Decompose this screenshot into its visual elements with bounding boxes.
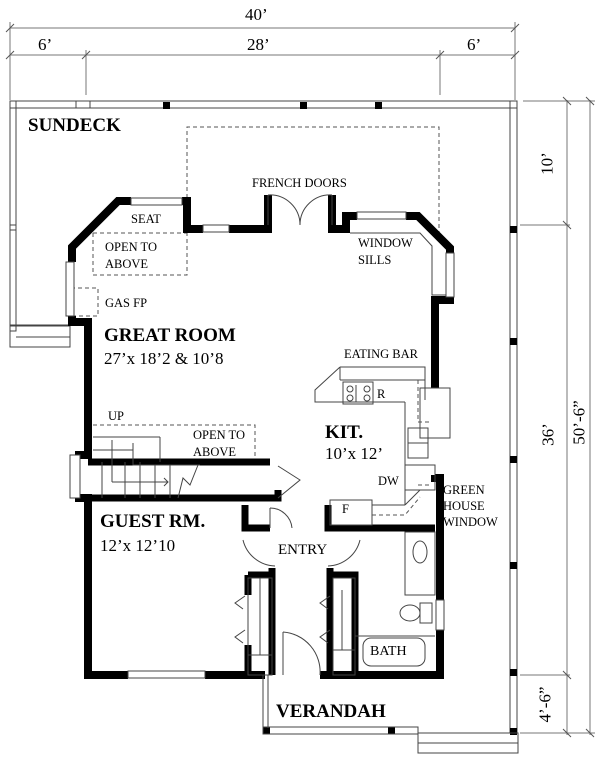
dim-house-width: 28’ <box>247 35 270 54</box>
note-greenhouse-a: GREEN <box>443 483 485 497</box>
dim-left-deck: 6’ <box>38 35 53 54</box>
note-window-sills-a: WINDOW <box>358 236 413 250</box>
dim-overall-depth: 50’-6” <box>569 400 589 445</box>
window-sills <box>350 232 446 296</box>
note-seat: SEAT <box>131 212 161 226</box>
room-guest: GUEST RM. <box>100 511 206 532</box>
dim-house-depth: 36’ <box>538 423 558 446</box>
note-open-above-2b: ABOVE <box>193 445 237 459</box>
bath-fixtures <box>355 531 436 667</box>
room-bath: BATH <box>370 644 407 659</box>
great-room-size: 27’x 18’2 & 10’8 <box>104 349 224 368</box>
note-dishwasher: DW <box>378 474 399 488</box>
guest-room-size: 12’x 12’10 <box>100 536 176 555</box>
sundeck-railing <box>9 100 518 734</box>
room-kitchen: KIT. <box>325 422 364 443</box>
closet-doors <box>269 465 301 529</box>
kitchen-upper-cabinets <box>372 380 432 516</box>
verandah-railing <box>262 675 519 754</box>
dim-verandah-depth: 4’-6” <box>535 686 555 723</box>
note-gas-fp: GAS FP <box>105 296 148 310</box>
upper-floor-outline <box>70 126 440 460</box>
note-greenhouse-b: HOUSE <box>443 499 485 513</box>
kitchen-size: 10’x 12’ <box>325 444 384 463</box>
french-doors <box>267 194 333 226</box>
closets <box>234 577 356 676</box>
note-fridge: F <box>342 502 349 516</box>
room-great-room: GREAT ROOM <box>104 325 236 346</box>
room-entry: ENTRY <box>278 542 328 558</box>
note-window-sills-b: SILLS <box>358 253 392 267</box>
dim-deck-depth: 10’ <box>537 152 557 175</box>
dimension-ticks <box>5 23 595 738</box>
note-french-doors: FRENCH DOORS <box>252 176 347 190</box>
note-open-above-1b: ABOVE <box>105 257 149 271</box>
dim-overall-width: 40’ <box>245 5 268 24</box>
note-open-above-1a: OPEN TO <box>105 240 157 254</box>
posts <box>163 102 517 735</box>
note-range: R <box>377 387 386 401</box>
room-verandah: VERANDAH <box>276 701 386 722</box>
dim-right-deck: 6’ <box>467 35 482 54</box>
note-greenhouse-c: WINDOW <box>443 515 498 529</box>
stairs <box>93 436 200 499</box>
note-up: UP <box>108 409 124 423</box>
entry-doors <box>242 539 361 676</box>
note-eating-bar: EATING BAR <box>344 347 418 361</box>
kitchen-counters <box>314 366 436 526</box>
note-open-above-2a: OPEN TO <box>193 428 245 442</box>
dimension-lines <box>9 22 595 735</box>
room-sundeck: SUNDECK <box>28 115 121 136</box>
